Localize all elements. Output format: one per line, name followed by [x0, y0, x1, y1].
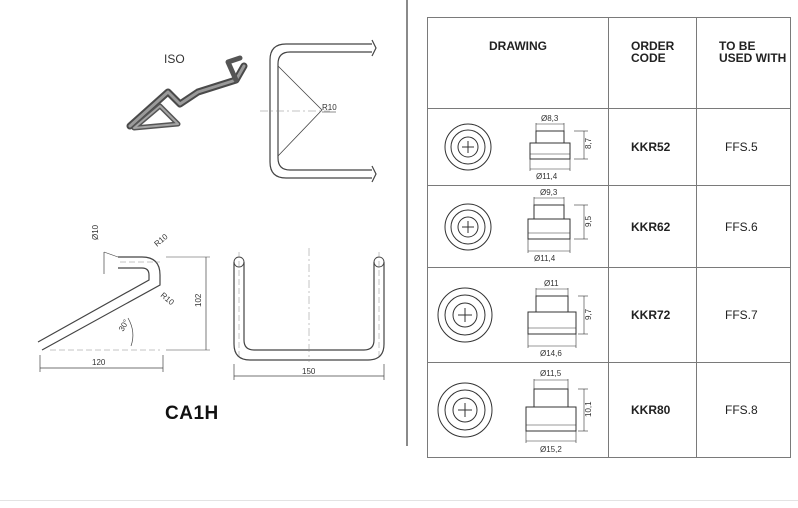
spec-table: DRAWING ORDER CODE TO BE USED WITH [427, 17, 791, 458]
dim-bottom-diameter: Ø15,2 [540, 445, 562, 454]
dim-r10-top: R10 [322, 103, 337, 112]
dim-height: 9,7 [584, 308, 593, 320]
drawing-cell: Ø11 Ø14,6 9,7 [427, 267, 609, 363]
dim-150: 150 [302, 367, 316, 376]
order-code: KKR72 [608, 267, 697, 363]
top-view [260, 39, 377, 183]
dim-d10: Ø10 [91, 224, 100, 240]
bottom-separator [0, 500, 798, 501]
header-drawing: DRAWING [427, 17, 609, 109]
dim-top-diameter: Ø9,3 [540, 188, 558, 197]
used-with: FFS.6 [696, 185, 791, 268]
bushing-drawing: Ø9,3 Ø11,4 9,5 [444, 188, 593, 263]
dim-top-diameter: Ø8,3 [541, 114, 559, 123]
used-with: FFS.7 [696, 267, 791, 363]
vertical-divider [406, 0, 408, 446]
dim-bottom-diameter: Ø11,4 [536, 172, 558, 181]
used-with: FFS.5 [696, 108, 791, 186]
drawing-cell: Ø9,3 Ø11,4 9,5 [427, 185, 609, 268]
dim-120: 120 [92, 358, 106, 367]
dim-r10-side-a: R10 [153, 232, 170, 249]
dim-bottom-diameter: Ø14,6 [540, 349, 562, 358]
table-row: Ø11 Ø14,6 9,7 KKR72 FFS.7 [427, 267, 791, 363]
table-row: Ø9,3 Ø11,4 9,5 KKR62 FFS.6 [427, 185, 791, 268]
order-code: KKR80 [608, 362, 697, 458]
dim-height: 8,7 [584, 137, 593, 149]
drawing-cell: Ø11,5 Ø15,2 10,1 [427, 362, 609, 458]
used-with: FFS.8 [696, 362, 791, 458]
iso-label: ISO [164, 52, 185, 66]
ca1h-technical-drawing: ISO R10 [37, 39, 385, 424]
table-row: Ø8,3 Ø11,4 8,7 KKR52 FFS.5 [427, 108, 791, 186]
dim-top-diameter: Ø11 [544, 279, 559, 288]
front-view [233, 248, 385, 380]
bushing-drawing: Ø11,5 Ø15,2 10,1 [437, 369, 593, 454]
table-header-row: DRAWING ORDER CODE TO BE USED WITH [427, 17, 791, 109]
dim-angle: 30° [117, 318, 131, 333]
side-view [37, 251, 210, 372]
dim-top-diameter: Ø11,5 [540, 369, 562, 378]
drawing-cell: Ø8,3 Ø11,4 8,7 [427, 108, 609, 186]
header-order-code: ORDER CODE [608, 17, 697, 109]
order-code: KKR62 [608, 185, 697, 268]
dim-r10-side-b: R10 [159, 291, 176, 308]
dim-bottom-diameter: Ø11,4 [534, 254, 556, 263]
order-code: KKR52 [608, 108, 697, 186]
bushing-drawing: Ø8,3 Ø11,4 8,7 [444, 114, 593, 181]
bushing-drawing: Ø11 Ø14,6 9,7 [437, 279, 593, 358]
part-title: CA1H [165, 403, 219, 424]
header-used-with: TO BE USED WITH [696, 17, 791, 109]
dim-height: 9,5 [584, 215, 593, 227]
dim-height: 10,1 [584, 401, 593, 417]
dim-102: 102 [194, 293, 203, 307]
table-row: Ø11,5 Ø15,2 10,1 KKR80 FFS.8 [427, 362, 791, 458]
iso-3d-render [126, 55, 248, 131]
